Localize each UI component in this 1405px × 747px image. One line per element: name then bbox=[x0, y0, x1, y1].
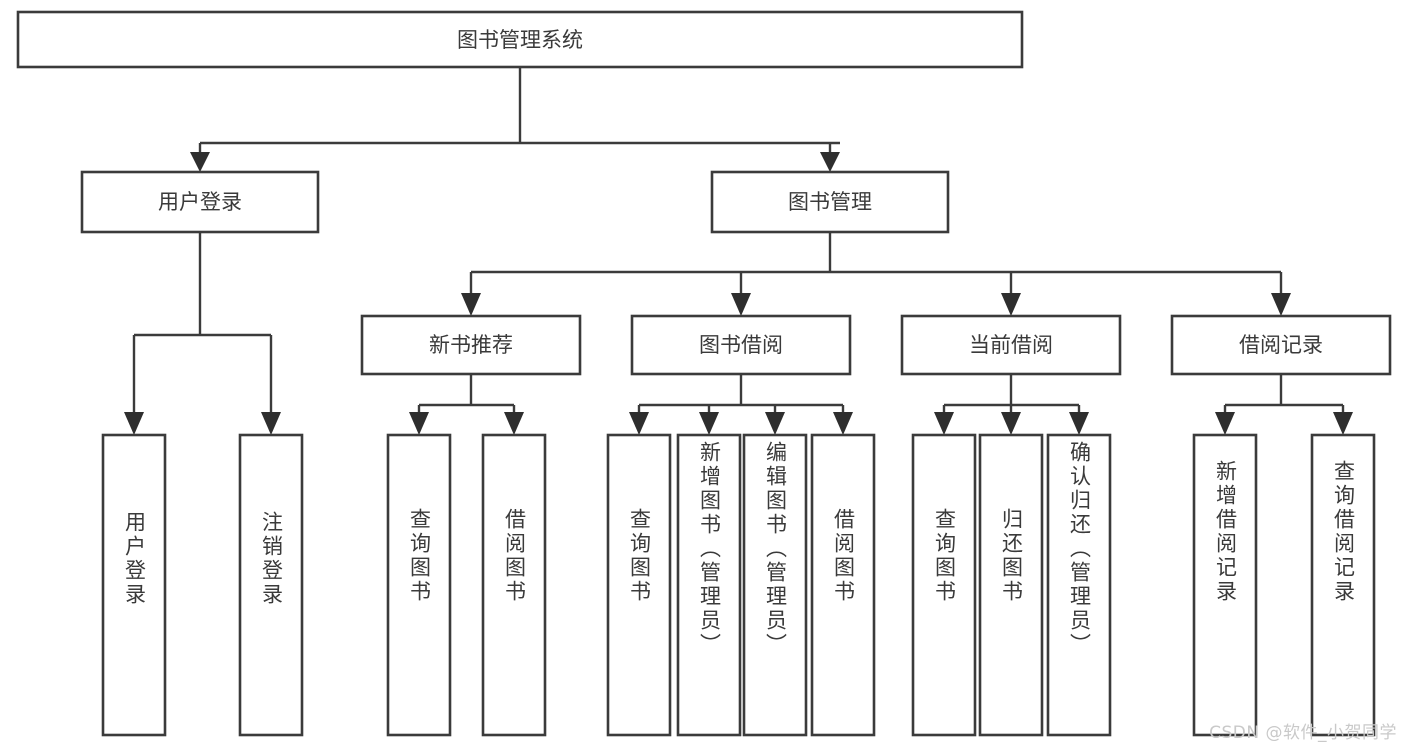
csdn-watermark: CSDN @软件_小贺同学 bbox=[1209, 723, 1397, 743]
leaf-box-borrow-book[interactable] bbox=[810, 433, 876, 737]
node-user-login-label: 用户登录 bbox=[158, 190, 242, 214]
leaf-box-add-book-admin[interactable] bbox=[676, 433, 742, 737]
leaf-box-group bbox=[101, 433, 1376, 737]
node-book-management[interactable]: 图书管理 bbox=[710, 170, 950, 234]
arrowhead-bookmgmt-c1 bbox=[461, 293, 481, 316]
node-book-borrow-label: 图书借阅 bbox=[699, 333, 783, 357]
leaf-box-user-login[interactable] bbox=[101, 433, 167, 737]
arrowhead-current-l2 bbox=[1001, 412, 1021, 435]
arrowhead-root-to-bookmgmt bbox=[820, 152, 840, 172]
node-book-management-label: 图书管理 bbox=[788, 190, 872, 214]
node-current-borrow-box bbox=[900, 314, 1122, 376]
arrowhead-borrow-l3 bbox=[765, 412, 785, 435]
arrowhead-record-l1 bbox=[1215, 412, 1235, 435]
arrowhead-newbook-l2 bbox=[504, 412, 524, 435]
leaf-box-borrow-book-rec[interactable] bbox=[481, 433, 547, 737]
node-root-box bbox=[16, 10, 1024, 69]
node-book-borrow[interactable]: 图书借阅 bbox=[630, 314, 852, 376]
arrowhead-root-to-login bbox=[190, 152, 210, 172]
arrowhead-borrow-l1 bbox=[629, 412, 649, 435]
arrowhead-newbook-l1 bbox=[409, 412, 429, 435]
leaf-box-query-book-current[interactable] bbox=[911, 433, 977, 737]
arrowhead-bookmgmt-c3 bbox=[1001, 293, 1021, 316]
node-user-login[interactable]: 用户登录 bbox=[80, 170, 320, 234]
arrowhead-bookmgmt-c4 bbox=[1271, 293, 1291, 316]
node-book-borrow-box bbox=[630, 314, 852, 376]
arrowhead-login-c1 bbox=[124, 412, 144, 435]
node-new-book-recommend-label: 新书推荐 bbox=[429, 333, 513, 357]
leaf-box-query-borrow-record[interactable] bbox=[1310, 433, 1376, 737]
arrowhead-bookmgmt-c2 bbox=[731, 293, 751, 316]
arrowhead-current-l3 bbox=[1069, 412, 1089, 435]
node-user-login-box bbox=[80, 170, 320, 234]
arrowhead-current-l1 bbox=[934, 412, 954, 435]
leaf-box-query-book-borrow[interactable] bbox=[606, 433, 672, 737]
node-new-book-recommend-box bbox=[360, 314, 582, 376]
node-borrow-record-box bbox=[1170, 314, 1392, 376]
arrowhead-borrow-l4 bbox=[833, 412, 853, 435]
node-borrow-record-label: 借阅记录 bbox=[1239, 333, 1323, 357]
node-book-management-box bbox=[710, 170, 950, 234]
leaf-box-return-book[interactable] bbox=[978, 433, 1044, 737]
leaf-box-confirm-return-admin[interactable] bbox=[1046, 433, 1112, 737]
leaf-box-logout[interactable] bbox=[238, 433, 304, 737]
node-current-borrow[interactable]: 当前借阅 bbox=[900, 314, 1122, 376]
node-root[interactable]: 图书管理系统 bbox=[16, 10, 1024, 69]
leaf-box-add-borrow-record[interactable] bbox=[1192, 433, 1258, 737]
node-new-book-recommend[interactable]: 新书推荐 bbox=[360, 314, 582, 376]
leaf-box-edit-book-admin[interactable] bbox=[742, 433, 808, 737]
connector-group bbox=[124, 67, 1353, 435]
arrowhead-record-l2 bbox=[1333, 412, 1353, 435]
arrowhead-borrow-l2 bbox=[699, 412, 719, 435]
node-borrow-record[interactable]: 借阅记录 bbox=[1170, 314, 1392, 376]
leaf-box-query-book-rec[interactable] bbox=[386, 433, 452, 737]
node-current-borrow-label: 当前借阅 bbox=[969, 333, 1053, 357]
node-root-label: 图书管理系统 bbox=[457, 28, 583, 52]
arrowhead-login-c2 bbox=[261, 412, 281, 435]
